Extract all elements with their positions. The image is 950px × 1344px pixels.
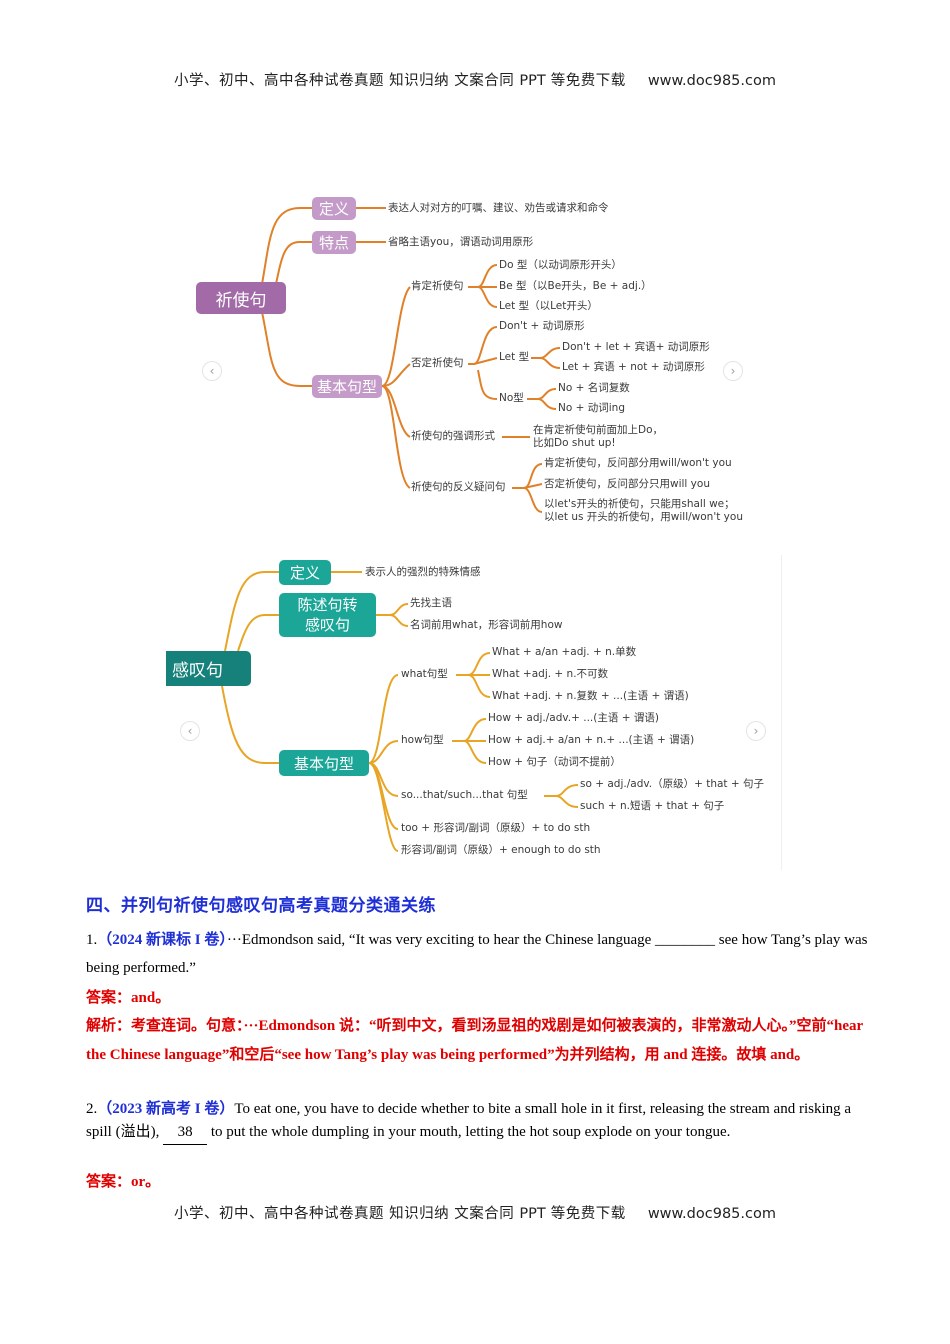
tag-question-item3-line1: 以let's开头的祈使句，只能用shall we； xyxy=(544,498,735,510)
so-such-label: so...that/such...that 句型 xyxy=(401,789,528,801)
exclamatory-definition-text: 表示人的强烈的特殊情感 xyxy=(365,566,481,578)
image-edge-divider xyxy=(781,555,782,870)
imperative-feature-node: 特点 xyxy=(312,231,356,254)
header-text: 小学、初中、高中各种试卷真题 知识归纳 文案合同 xyxy=(174,73,520,89)
convert-label-line2: 感叹句 xyxy=(304,616,350,634)
so-such-item: so + adj./adv.（原级）+ that + 句子 xyxy=(580,778,765,790)
tag-question-label: 祈使句的反义疑问句 xyxy=(411,481,506,493)
emphasis-label: 祈使句的强调形式 xyxy=(411,430,495,442)
header-ppt: PPT xyxy=(519,73,546,89)
imperative-definition-text: 表达人对对方的叮嘱、建议、劝告或请求和命令 xyxy=(388,202,609,214)
analysis-label: 解析： xyxy=(86,1018,132,1034)
negative-let-item: Let + 宾语 + not + 动词原形 xyxy=(562,361,705,373)
how-label: how句型 xyxy=(401,734,444,746)
exclamatory-root-node: 感叹句 xyxy=(166,651,251,686)
question-number: 2. xyxy=(86,1101,98,1117)
header-url[interactable]: www.doc985.com xyxy=(647,73,776,89)
affirmative-item: Be 型（以Be开头，Be + adj.） xyxy=(499,280,652,292)
tag-question-item: 否定祈使句，反问部分只用will you xyxy=(544,478,710,490)
how-item: How + adj.+ a/an + n.+ ...(主语 + 谓语) xyxy=(488,734,695,746)
imperative-mindmap: 祈使句 定义 表达人对对方的叮嘱、建议、劝告或请求和命令 特点 省略主语you，… xyxy=(0,0,950,540)
footer-text: 小学、初中、高中各种试卷真题 知识归纳 文案合同 xyxy=(174,1206,520,1222)
question-text-before: ···Edmondson said, “It was very exciting… xyxy=(226,932,656,948)
exclamatory-convert-node: 陈述句转 感叹句 xyxy=(279,593,376,637)
answer-value: and。 xyxy=(131,990,171,1006)
negative-no-item: No + 名词复数 xyxy=(558,382,630,394)
convert-item: 先找主语 xyxy=(410,597,452,609)
question-number: 1. xyxy=(86,932,98,948)
footer-text2: 等免费下载 xyxy=(545,1206,626,1222)
page-header: 小学、初中、高中各种试卷真题 知识归纳 文案合同 PPT 等免费下载 www.do… xyxy=(0,69,950,90)
emphasis-text-line2: 比如Do shut up! xyxy=(533,437,616,449)
exclamatory-prev-button[interactable]: ‹ xyxy=(180,721,200,741)
tag-question-item: 肯定祈使句，反问部分用will/won't you xyxy=(544,457,732,469)
answer-value: or。 xyxy=(131,1174,161,1190)
imperative-prev-button[interactable]: ‹ xyxy=(202,361,222,381)
question-text-before: To eat one, you have to decide whether t… xyxy=(86,1101,852,1140)
exclamatory-connector-lines xyxy=(221,571,579,852)
convert-label-line1: 陈述句转 xyxy=(297,596,358,614)
imperative-next-button[interactable]: › xyxy=(723,361,743,381)
affirmative-label: 肯定祈使句 xyxy=(411,280,464,292)
convert-item: 名词前用what，形容词前用how xyxy=(410,619,563,631)
affirmative-item: Let 型（以Let开头） xyxy=(499,300,598,312)
imperative-root-node: 祈使句 xyxy=(196,282,286,314)
imperative-definition-node: 定义 xyxy=(312,197,356,220)
exclamatory-next-button[interactable]: › xyxy=(746,721,766,741)
affirmative-item: Do 型（以动词原形开头） xyxy=(499,259,622,271)
negative-label: 否定祈使句 xyxy=(411,357,464,369)
question-blank: ________ xyxy=(655,932,716,948)
negative-let-item: Don't + let + 宾语+ 动词原形 xyxy=(562,341,710,353)
exclamatory-mindmap: 感叹句 定义 表示人的强烈的特殊情感 陈述句转 感叹句 先找主语 名词前用wha… xyxy=(166,555,782,870)
imperative-connector-lines xyxy=(261,207,561,513)
how-item: How + adj./adv.+ ...(主语 + 谓语) xyxy=(488,712,659,724)
question-1: 1.（2024 新课标 I 卷）···Edmondson said, “It w… xyxy=(86,926,876,982)
enough-pattern: 形容词/副词（原级）+ enough to do sth xyxy=(401,844,601,856)
negative-no-label: No型 xyxy=(499,392,524,404)
negative-no-item: No + 动词ing xyxy=(558,402,625,414)
question-blank: 38 xyxy=(163,1121,208,1145)
answer-label: 答案： xyxy=(86,990,132,1006)
analysis-1: 解析：考查连词。句意：···Edmondson 说：“听到中文，看到汤显祖的戏剧… xyxy=(86,1012,876,1070)
tag-question-item3-line2: 以let us 开头的祈使句，用will/won't you xyxy=(544,511,743,523)
negative-let-label: Let 型 xyxy=(499,351,530,363)
so-such-item: such + n.短语 + that + 句子 xyxy=(580,800,725,812)
exclamatory-basic-node: 基本句型 xyxy=(279,750,369,776)
footer-ppt: PPT xyxy=(519,1206,546,1222)
answer-2: 答案：or。 xyxy=(86,1168,876,1196)
imperative-basic-node: 基本句型 xyxy=(312,375,382,398)
page-footer: 小学、初中、高中各种试卷真题 知识归纳 文案合同 PPT 等免费下载 www.do… xyxy=(0,1202,950,1223)
question-text-after: to put the whole dumpling in your mouth,… xyxy=(207,1124,731,1140)
what-item: What +adj. + n.不可数 xyxy=(492,668,609,680)
answer-1: 答案：and。 xyxy=(86,984,876,1012)
too-pattern: too + 形容词/副词（原级）+ to do sth xyxy=(401,822,591,834)
question-source: （2024 新课标 I 卷） xyxy=(97,932,227,948)
what-label: what句型 xyxy=(401,668,448,680)
answer-label: 答案： xyxy=(86,1174,132,1190)
header-text2: 等免费下载 xyxy=(545,73,626,89)
question-source: （2023 新高考 I 卷） xyxy=(97,1101,235,1117)
emphasis-text-line1: 在肯定祈使句前面加上Do， xyxy=(533,424,664,436)
question-2: 2.（2023 新高考 I 卷）To eat one, you have to … xyxy=(86,1098,876,1145)
question-text-after: see how Tang’s play was being performed.… xyxy=(86,932,868,976)
section-title: 四、并列句祈使句感叹句高考真题分类通关练 xyxy=(86,896,436,916)
footer-url[interactable]: www.doc985.com xyxy=(647,1206,776,1222)
analysis-text: 考查连词。句意：···Edmondson 说：“听到中文，看到汤显祖的戏剧是如何… xyxy=(86,1018,863,1063)
imperative-feature-text: 省略主语you，谓语动词用原形 xyxy=(388,236,534,248)
what-item: What +adj. + n.复数 + ...(主语 + 谓语) xyxy=(492,690,689,702)
what-item: What + a/an +adj. + n.单数 xyxy=(492,646,637,658)
how-item: How + 句子（动词不提前） xyxy=(488,756,621,768)
exclamatory-definition-node: 定义 xyxy=(279,560,331,585)
negative-dont: Don't + 动词原形 xyxy=(499,320,585,332)
